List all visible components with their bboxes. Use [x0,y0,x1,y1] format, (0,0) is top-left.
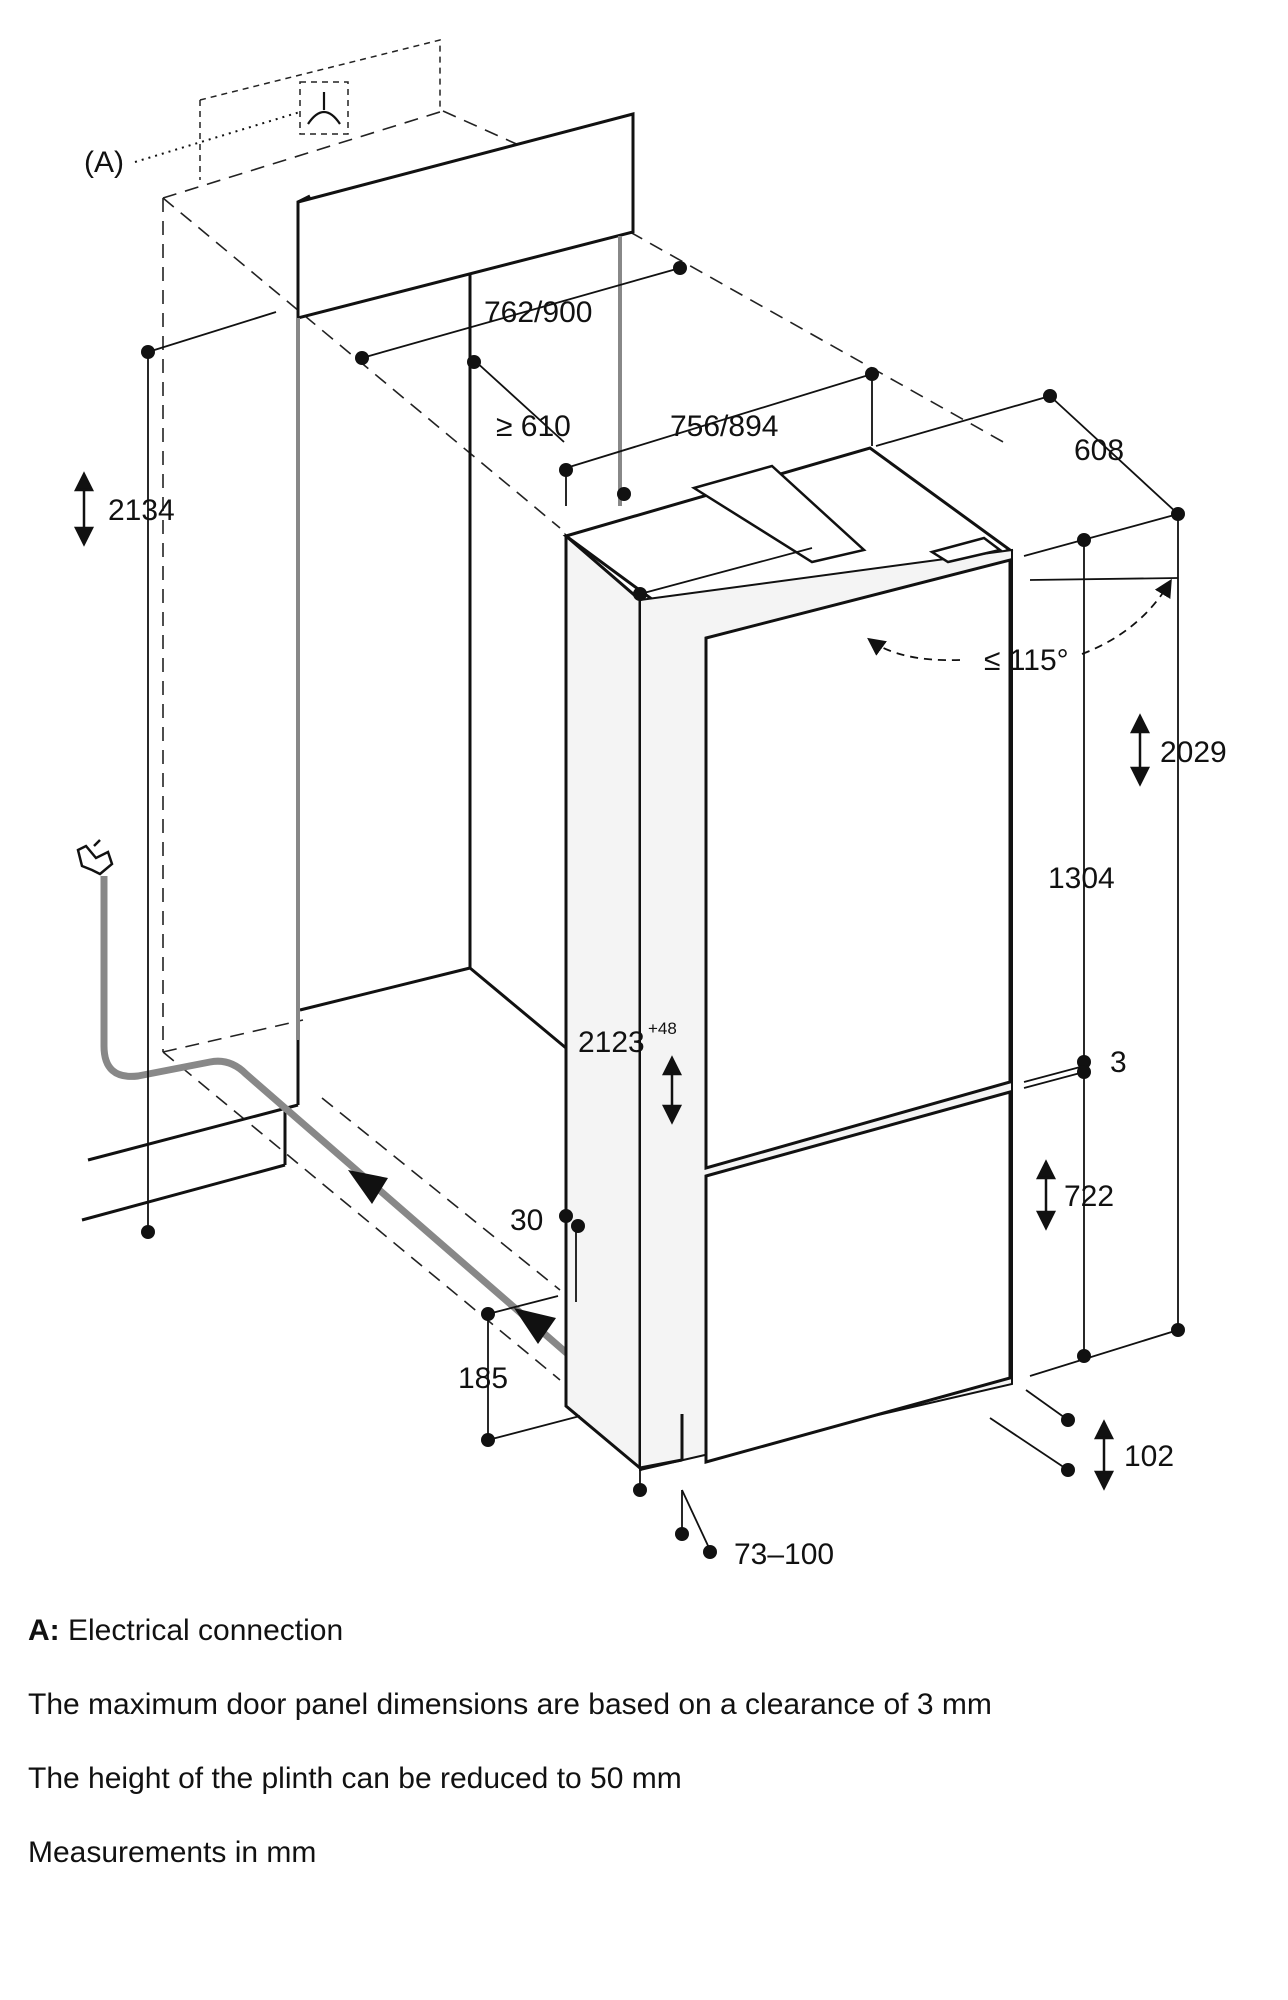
faucet-icon [76,839,114,876]
legend-text: Electrical connection [68,1614,344,1647]
dim-adjustable-height: 2123 [578,1026,645,1059]
dim-lower-door-height: 722 [1064,1180,1114,1213]
legend-key: A: [28,1614,60,1647]
height-arrows [73,471,1151,1491]
dim-vent-depth: 185 [458,1362,508,1395]
dim-door-gap: 3 [1110,1046,1127,1079]
installation-diagram: (A) [73,39,1227,1571]
dimension-lines [147,267,1179,1551]
dim-plinth-height: 102 [1124,1440,1174,1473]
dim-door-angle: ≤ 115° [984,644,1069,677]
dim-upper-door-height: 1304 [1048,862,1115,895]
callout-leader [134,111,301,163]
dim-appliance-width: 756/894 [670,410,778,443]
callout-label: (A) [84,146,124,179]
socket-icon [307,92,341,125]
dimension-dots [141,261,1185,1559]
units-note: Measurements in mm [28,1836,317,1869]
top-cabinet [296,112,635,320]
door-swing-arc [1081,578,1172,655]
dim-niche-height: 2134 [108,494,175,527]
plinth-note: The height of the plinth can be reduced … [28,1762,682,1795]
dim-niche-width: 762/900 [484,296,592,329]
electrical-box [199,39,441,180]
flow-arrows [348,1170,556,1344]
dim-side-offset: 30 [510,1204,543,1237]
dim-niche-depth: ≥ 610 [496,410,571,443]
dim-adjustable-height-sup: +48 [648,1019,677,1038]
cabinet-walls [81,274,567,1222]
dim-plinth-setback: 73–100 [734,1538,834,1571]
hinge-pads [690,464,1003,564]
side-posts [296,236,622,1040]
notes: A: Electrical connection The maximum doo… [28,1612,1268,1908]
dim-appliance-depth: 608 [1074,434,1124,467]
clearance-note: The maximum door panel dimensions are ba… [28,1688,992,1721]
dim-appliance-height: 2029 [1160,736,1227,769]
door-swing-arc-2 [867,637,961,662]
water-pipe [100,876,573,1359]
appliance-body [562,446,1014,1472]
legend-note: A: Electrical connection [28,1612,1268,1650]
